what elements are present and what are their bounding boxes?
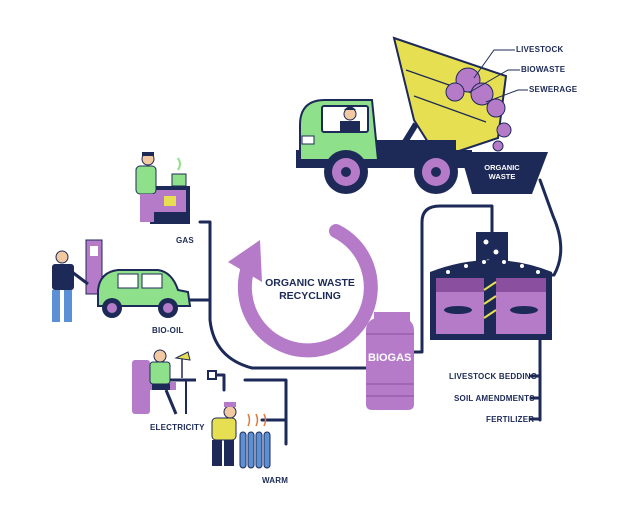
center-title-line2: RECYCLING [279,290,341,302]
man-head [223,405,237,419]
center-title: ORGANIC WASTE RECYCLING [258,277,362,303]
label-warm: WARM [262,476,289,485]
label-sewerage: SEWERAGE [529,85,578,94]
woman-head [153,349,167,363]
waste-hopper [460,152,548,194]
label-livestock: LIVESTOCK [516,45,564,54]
label-gas: GAS [176,236,194,245]
center-title-line1: ORGANIC WASTE [265,277,355,289]
dump-truck [296,36,548,194]
output-soil-amendments: SOIL AMENDMENTS [454,394,535,403]
digester [430,232,552,340]
truck-wheel-front [324,150,368,194]
radiator-scene [211,402,271,469]
label-biowaste: BIOWASTE [521,65,566,74]
junction-box [207,370,217,380]
label-bio-oil: BIO-OIL [152,326,184,335]
radiator [239,431,271,469]
biogas-tank [366,312,414,410]
biogas-label: BIOGAS [368,352,412,364]
driver-person-head [55,250,69,264]
output-fertilizer: FERTILIZER [486,415,535,424]
label-electricity: ELECTRICITY [150,423,205,432]
hopper-label: ORGANIC WASTE [472,163,532,181]
output-livestock-bedding: LIVESTOCK BEDDING [449,372,538,381]
hopper-label-line2: WASTE [488,172,516,181]
hopper-label-line1: ORGANIC [484,163,520,172]
car-refuel-scene [52,239,192,322]
pipe-network [188,178,563,446]
recycle-arrow [228,224,378,358]
desk-scene [132,349,196,415]
truck-wheel-rear [414,150,458,194]
cooking-scene [135,152,190,224]
